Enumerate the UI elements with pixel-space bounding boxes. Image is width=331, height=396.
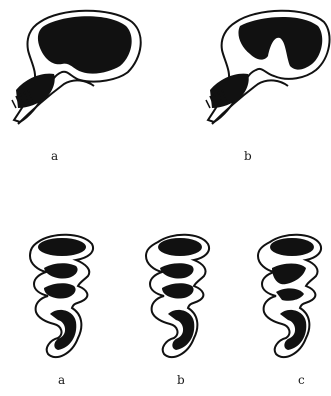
bottom-label-c: c [298,374,305,386]
top-label-a: a [51,150,58,162]
bottom-figure-a [30,235,93,357]
bottom-label-b: b [177,374,185,386]
bottom-label-a: a [58,374,65,386]
top-figure-a [12,11,141,124]
top-figure-b [206,11,330,124]
top-label-b: b [244,150,252,162]
bottom-figure-b [146,235,209,357]
bottom-figure-c [258,235,321,357]
